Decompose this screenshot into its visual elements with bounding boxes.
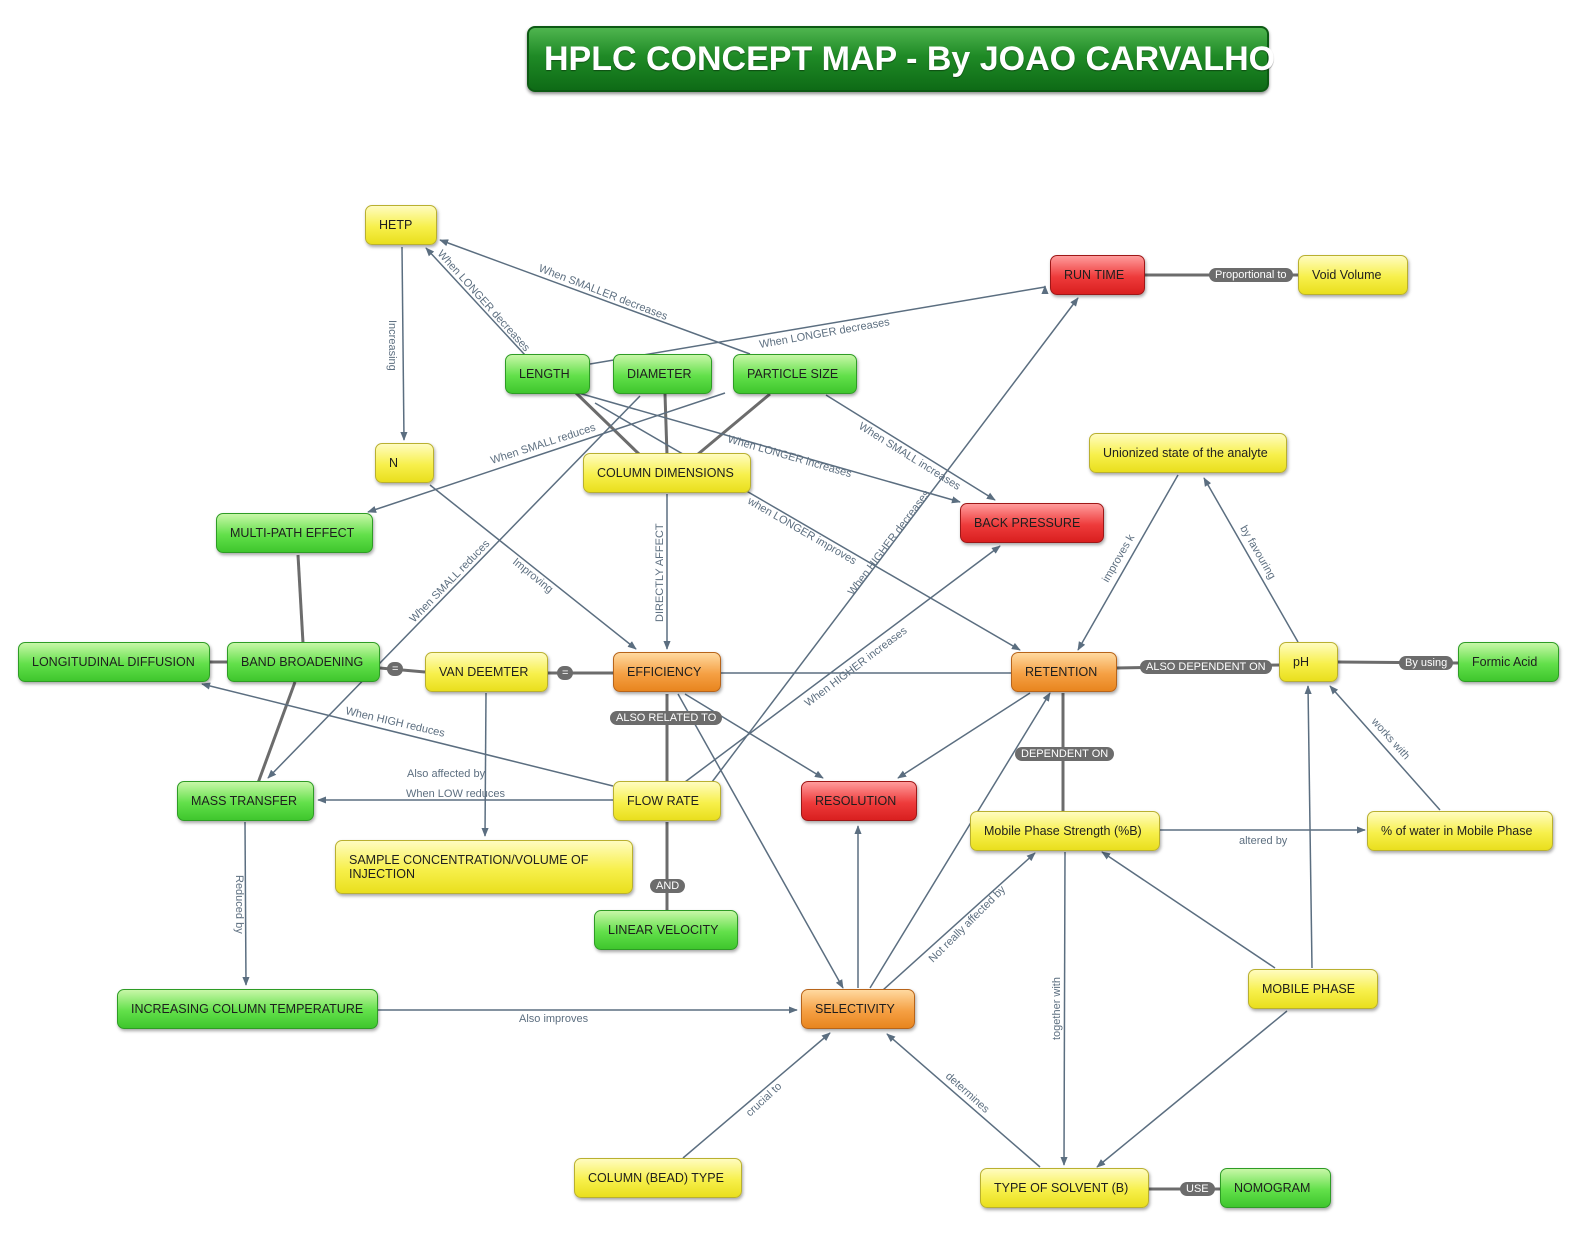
node-back-pressure[interactable]: BACK PRESSURE — [960, 503, 1104, 543]
edge-label-also-improves: Also improves — [519, 1013, 589, 1025]
node-selectivity[interactable]: SELECTIVITY — [801, 989, 915, 1029]
edge-label-increasing: Increasing — [386, 320, 398, 371]
node-nomogram[interactable]: NOMOGRAM — [1220, 1168, 1331, 1208]
map-title: HPLC CONCEPT MAP - By JOAO CARVALHO — [527, 26, 1275, 92]
node-hetp[interactable]: HETP — [365, 205, 437, 245]
edge-label-when-longer-improves: when LONGER improves — [745, 495, 859, 568]
connector-by-using: By using — [1399, 656, 1454, 670]
edge-label-when-higher-decreases: When HIGHER decreases — [846, 488, 933, 598]
connector-equals-1: = — [387, 662, 404, 676]
node-diameter[interactable]: DIAMETER — [613, 354, 712, 394]
edge-label-when-smaller-decreases: When SMALLER decreases — [537, 263, 670, 323]
edge-label-when-small-reduces-mass: When SMALL reduces — [408, 538, 493, 626]
edge-label-when-longer-decreases-runtime: When LONGER decreases — [758, 316, 891, 351]
node-ph[interactable]: pH — [1279, 642, 1338, 682]
node-flow-rate[interactable]: FLOW RATE — [613, 781, 721, 821]
node-formic-acid[interactable]: Formic Acid — [1458, 642, 1559, 682]
edge-label-directly-affect: DIRECTLY AFFECT — [654, 523, 666, 622]
connector-equals-2: = — [557, 666, 574, 680]
edge-label-when-higher-increases: When HIGHER increases — [803, 624, 910, 709]
edge-label-together-with: together with — [1051, 977, 1063, 1040]
node-band-broadening[interactable]: BAND BROADENING — [227, 642, 380, 682]
node-column-dimensions[interactable]: COLUMN DIMENSIONS — [583, 453, 751, 493]
edge-label-improving: Improving — [510, 556, 555, 596]
connector-also-related-to: ALSO RELATED TO — [610, 711, 723, 725]
edge-label-determines: determines — [943, 1070, 992, 1116]
edge-label-when-longer-decreases-hetp: When LONGER decreases — [435, 248, 533, 355]
edge-label-also-affected-by: Also affected by — [407, 768, 486, 780]
node-water-percent[interactable]: % of water in Mobile Phase — [1367, 811, 1553, 851]
node-multi-path-effect[interactable]: MULTI-PATH EFFECT — [216, 513, 373, 553]
node-sample-concentration[interactable]: SAMPLE CONCENTRATION/VOLUME OF INJECTION — [335, 840, 633, 894]
connector-and: AND — [650, 879, 686, 893]
node-mobile-phase-strength[interactable]: Mobile Phase Strength (%B) — [970, 811, 1160, 851]
arrow-links — [201, 239, 1441, 1168]
node-void-volume[interactable]: Void Volume — [1298, 255, 1408, 295]
node-van-deemter[interactable]: VAN DEEMTER — [425, 652, 548, 692]
plain-links — [589, 286, 1046, 674]
connector-dependent-on: DEPENDENT ON — [1015, 747, 1115, 761]
node-mobile-phase[interactable]: MOBILE PHASE — [1248, 969, 1378, 1009]
connector-also-dependent-on: ALSO DEPENDENT ON — [1140, 660, 1272, 674]
edge-label-when-low-reduces: When LOW reduces — [406, 788, 506, 800]
edge-label-works-with: works with — [1368, 715, 1412, 762]
connector-proportional-to: Proportional to — [1209, 268, 1293, 282]
node-increasing-column-temperature[interactable]: INCREASING COLUMN TEMPERATURE — [117, 989, 378, 1029]
node-linear-velocity[interactable]: LINEAR VELOCITY — [594, 910, 738, 950]
node-run-time[interactable]: RUN TIME — [1050, 255, 1145, 295]
node-longitudinal-diffusion[interactable]: LONGITUDINAL DIFFUSION — [18, 642, 210, 682]
edge-label-crucial-to: crucial to — [744, 1080, 784, 1119]
node-type-of-solvent[interactable]: TYPE OF SOLVENT (B) — [980, 1168, 1149, 1208]
edge-label-not-really-affected-by: Not really affected by — [927, 883, 1009, 965]
node-n[interactable]: N — [375, 443, 434, 483]
node-particle-size[interactable]: PARTICLE SIZE — [733, 354, 857, 394]
connector-use: USE — [1180, 1182, 1215, 1196]
edge-label-when-small-reduces-multipath: When SMALL reduces — [489, 421, 597, 466]
node-retention[interactable]: RETENTION — [1011, 652, 1117, 692]
edge-label-altered-by: altered by — [1239, 835, 1288, 847]
edge-label-reduced-by: Reduced by — [233, 875, 245, 934]
edge-label-when-small-increases: When SMALL increases — [856, 420, 963, 493]
node-length[interactable]: LENGTH — [505, 354, 590, 394]
node-unionized-state[interactable]: Unionized state of the analyte — [1089, 433, 1287, 473]
node-mass-transfer[interactable]: MASS TRANSFER — [177, 781, 314, 821]
node-resolution[interactable]: RESOLUTION — [801, 781, 917, 821]
edge-label-improves-k: improves k — [1100, 532, 1137, 584]
node-efficiency[interactable]: EFFICIENCY — [613, 652, 721, 692]
node-column-bead-type[interactable]: COLUMN (BEAD) TYPE — [574, 1158, 742, 1198]
